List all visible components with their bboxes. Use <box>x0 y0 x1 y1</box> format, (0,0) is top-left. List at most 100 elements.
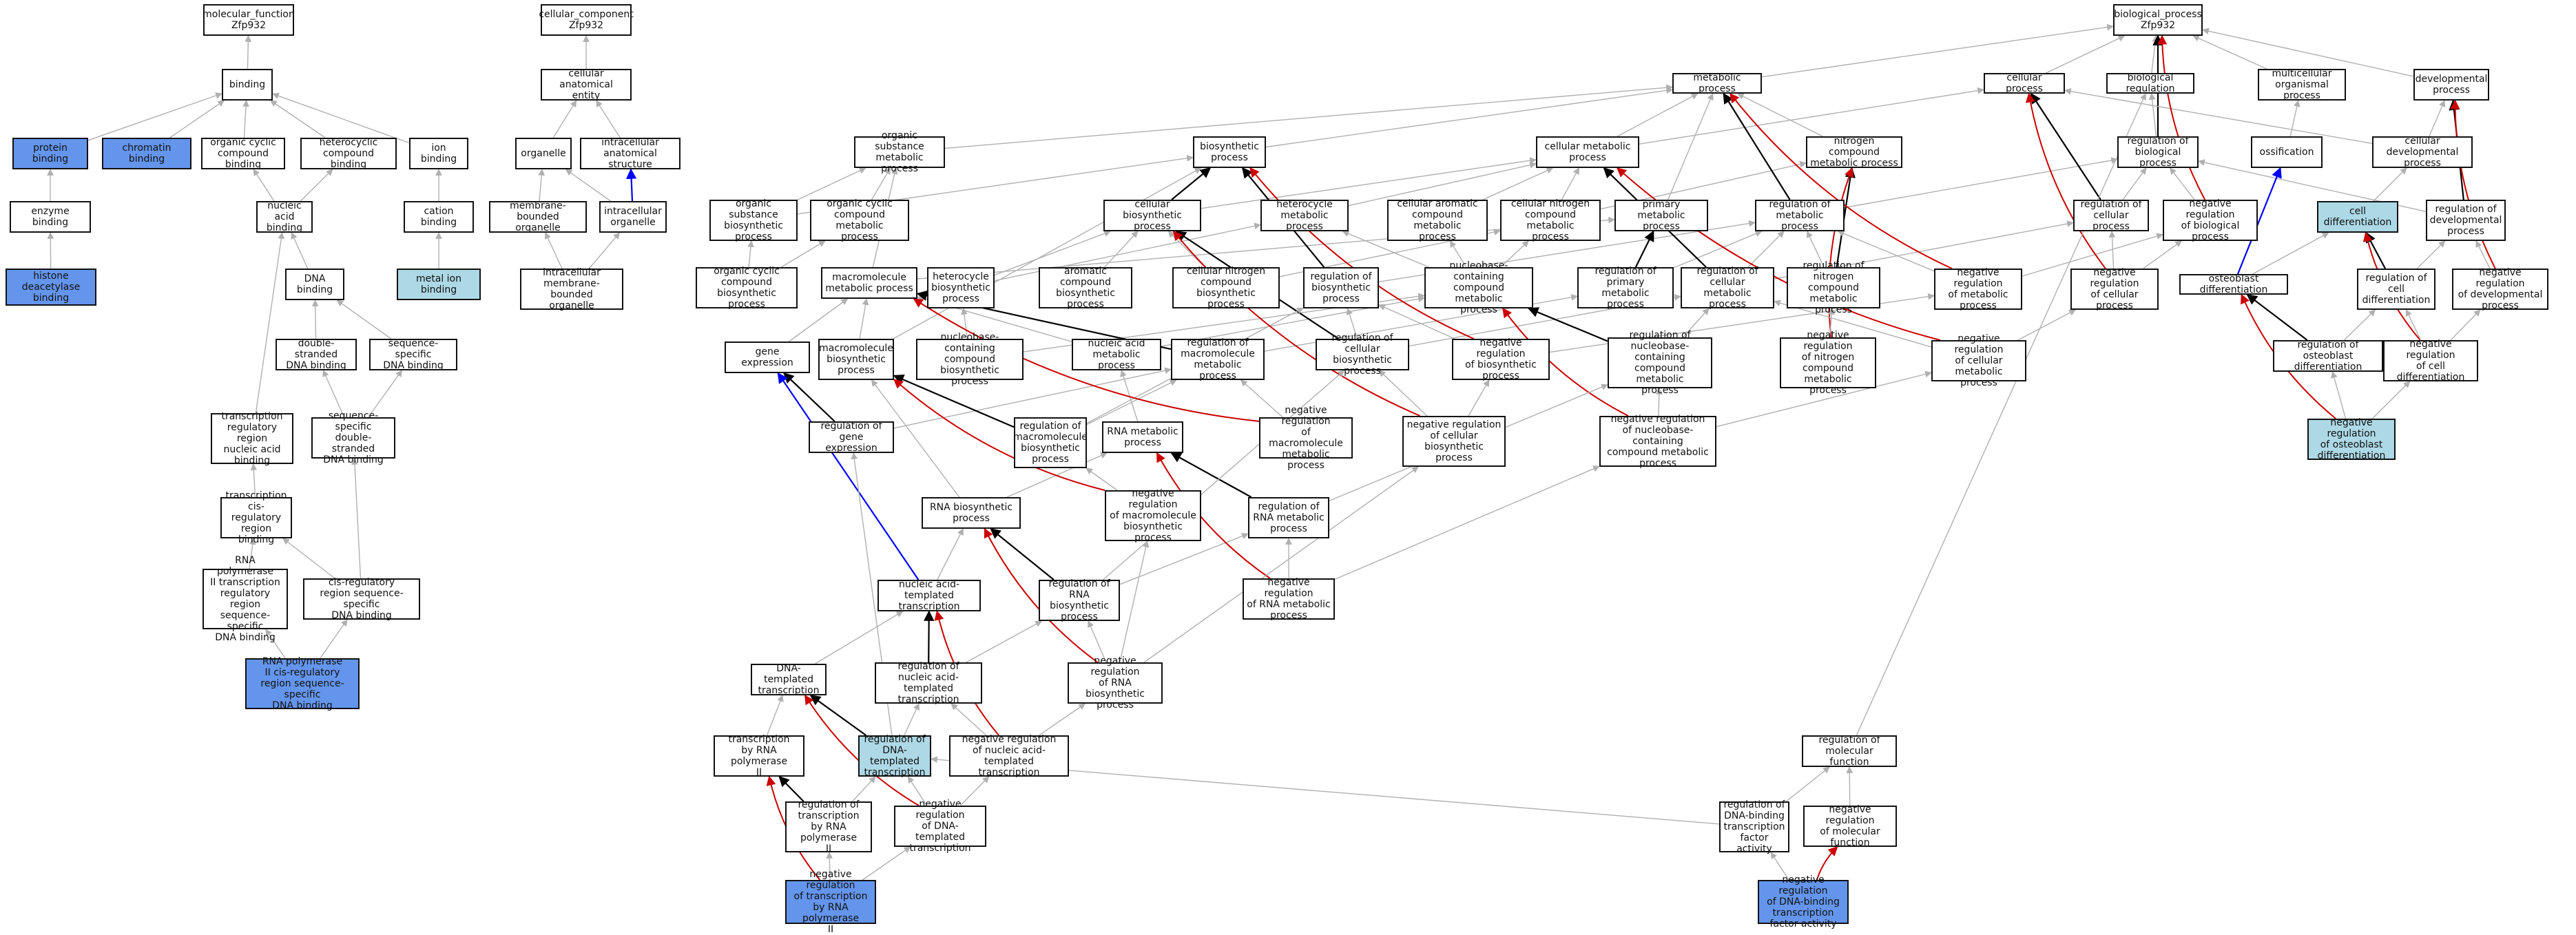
go-term-natt[interactable]: nucleic acid-templated transcription <box>877 579 981 612</box>
go-term-regbp[interactable]: regulation of biological process <box>2117 136 2199 169</box>
go-term-negregrnamet[interactable]: negative regulation of RNA metabolic pro… <box>1243 577 1335 621</box>
go-term-negregcell[interactable]: negative regulation of cellular process <box>2070 267 2159 311</box>
go-term-negregcelldiff[interactable]: negative regulation of cell differentiat… <box>2383 339 2478 383</box>
go-term-cacm[interactable]: cellular aromatic compound metabolic pro… <box>1387 198 1488 242</box>
go-term-negregmacromet[interactable]: negative regulation of macromolecule met… <box>1259 405 1353 471</box>
go-term-bioreg[interactable]: biological regulation <box>2106 72 2194 94</box>
go-term-imbo[interactable]: intracellular membrane-bounded organelle <box>520 267 623 311</box>
go-term-occm[interactable]: organic cyclic compound metabolic proces… <box>810 198 909 242</box>
go-term-regdtt[interactable]: regulation of DNA-templated transcriptio… <box>858 734 931 778</box>
go-term-osteodiff[interactable]: osteoblast differentiation <box>2179 273 2288 295</box>
go-term-orgcyc[interactable]: organic cyclic compound binding <box>201 137 285 170</box>
go-term-devproc[interactable]: developmental process <box>2413 69 2489 101</box>
go-term-negregnbcm[interactable]: negative regulation of nucleobase-contai… <box>1599 414 1716 469</box>
go-term-regprim[interactable]: regulation of primary metabolic process <box>1577 266 1674 310</box>
go-term-regmacrobio[interactable]: regulation of macromolecule biosynthetic… <box>1013 417 1088 468</box>
go-term-dnabind[interactable]: DNA binding <box>285 269 344 300</box>
go-term-regdbtfa[interactable]: regulation of DNA-binding transcription … <box>1719 799 1789 854</box>
go-term-regmacromet[interactable]: regulation of macromolecule metabolic pr… <box>1171 337 1265 381</box>
go-term-regcellmet[interactable]: regulation of cellular metabolic process <box>1681 266 1774 310</box>
go-term-occb[interactable]: organic cyclic compound biosynthetic pro… <box>696 266 798 310</box>
go-term-intraanat[interactable]: intracellular anatomical structure <box>580 137 681 170</box>
go-term-nbcb[interactable]: nucleobase-containing compound biosynthe… <box>916 332 1024 387</box>
go-term-mf[interactable]: molecular_function Zfp932 <box>202 4 295 36</box>
go-term-negregnatt[interactable]: negative regulation of nucleic acid-temp… <box>949 734 1069 778</box>
go-term-biosyn[interactable]: biosynthetic process <box>1193 136 1266 168</box>
go-term-celldev[interactable]: cellular developmental process <box>2372 136 2473 169</box>
go-term-regcellbio[interactable]: regulation of cellular biosynthetic proc… <box>1316 333 1409 377</box>
go-term-ossif[interactable]: ossification <box>2251 136 2323 168</box>
go-term-negregmet[interactable]: negative regulation of metabolic process <box>1934 267 2022 311</box>
go-term-regcelldiff[interactable]: regulation of cell differentiation <box>2357 269 2435 310</box>
go-term-dsdna[interactable]: double-stranded DNA binding <box>276 338 357 371</box>
go-term-hetmet[interactable]: heterocycle metabolic process <box>1260 199 1349 232</box>
go-term-binding[interactable]: binding <box>222 69 273 101</box>
go-term-organelle[interactable]: organelle <box>515 138 572 169</box>
go-term-metalbind[interactable]: metal ion binding <box>397 269 481 300</box>
go-term-osbp[interactable]: organic substance biosynthetic process <box>709 198 798 242</box>
go-term-rnabio[interactable]: RNA biosynthetic process <box>922 497 1021 529</box>
go-term-rnap2trr[interactable]: RNA polymerase II transcription regulato… <box>202 555 288 643</box>
go-term-rnamet[interactable]: RNA metabolic process <box>1102 421 1183 453</box>
go-term-cncb[interactable]: cellular nitrogen compound biosynthetic … <box>1172 266 1280 310</box>
go-term-hdb[interactable]: histone deacetylase binding <box>6 269 96 306</box>
go-term-multi[interactable]: multicellular organismal process <box>2258 68 2346 101</box>
go-term-cae[interactable]: cellular anatomical entity <box>541 68 632 101</box>
go-term-macromet[interactable]: macromolecule metabolic process <box>821 267 917 299</box>
go-term-primmet[interactable]: primary metabolic process <box>1614 199 1708 232</box>
go-term-dtt[interactable]: DNA-templated transcription <box>751 663 827 696</box>
go-term-intraorg[interactable]: intracellular organelle <box>599 201 667 233</box>
go-term-enzbind[interactable]: enzyme binding <box>10 201 91 233</box>
go-term-negregmacrobio[interactable]: negative regulation of macromolecule bio… <box>1105 488 1201 543</box>
go-term-geneexp[interactable]: gene expression <box>725 342 810 373</box>
go-term-regcell[interactable]: regulation of cellular process <box>2073 199 2149 232</box>
go-term-cellproc[interactable]: cellular process <box>1984 72 2065 94</box>
go-term-negregdtt[interactable]: negative regulation of DNA-templated tra… <box>894 799 986 854</box>
go-term-macrobio[interactable]: macromolecule biosynthetic process <box>818 339 894 380</box>
go-term-hetbio[interactable]: heterocycle biosynthetic process <box>927 267 995 308</box>
go-term-tcrrb[interactable]: transcription cis-regulatory region bind… <box>220 490 292 545</box>
go-term-txrnap2[interactable]: transcription by RNA polymerase II <box>714 734 804 778</box>
go-term-negregmf[interactable]: negative regulation of molecular functio… <box>1803 804 1897 848</box>
go-term-ssdna[interactable]: sequence-specific DNA binding <box>369 338 457 371</box>
go-term-negregosteo[interactable]: negative regulation of osteoblast differ… <box>2307 417 2396 461</box>
go-term-negregncm[interactable]: negative regulation of nitrogen compound… <box>1780 330 1876 396</box>
go-term-nabind[interactable]: nucleic acid binding <box>256 200 313 233</box>
go-term-negregdbtfa[interactable]: negative regulation of DNA-binding trans… <box>1758 874 1849 929</box>
go-term-trrnab[interactable]: transcription regulatory region nucleic … <box>211 411 293 466</box>
go-term-negregbp[interactable]: negative regulation of biological proces… <box>2163 198 2258 242</box>
go-term-regncm[interactable]: regulation of nitrogen compound metaboli… <box>1787 260 1880 315</box>
go-term-negregrnabio[interactable]: negative regulation of RNA biosynthetic … <box>1068 655 1163 711</box>
go-term-regmf[interactable]: regulation of molecular function <box>1802 735 1897 768</box>
go-term-regtxrnap2[interactable]: regulation of transcription by RNA polym… <box>785 799 872 854</box>
go-term-cncm[interactable]: cellular nitrogen compound metabolic pro… <box>1500 198 1601 242</box>
go-term-chrombind[interactable]: chromatin binding <box>102 138 191 169</box>
go-term-regmet[interactable]: regulation of metabolic process <box>1755 199 1845 232</box>
go-term-regnatt[interactable]: regulation of nucleic acid-templated tra… <box>875 661 982 705</box>
go-term-hetbind[interactable]: heterocyclic compound binding <box>300 137 397 170</box>
go-term-cationbind[interactable]: cation binding <box>404 201 474 233</box>
go-term-negregtxrnap2[interactable]: negative regulation of transcription by … <box>785 869 876 935</box>
go-term-cellbiosyn[interactable]: cellular biosynthetic process <box>1103 199 1201 232</box>
go-term-negregcellbio[interactable]: negative regulation of cellular biosynth… <box>1402 416 1506 467</box>
go-term-cc[interactable]: cellular_component Zfp932 <box>539 4 634 36</box>
go-term-metab[interactable]: metabolic process <box>1672 72 1762 94</box>
go-term-osm[interactable]: organic substance metabolic process <box>854 130 945 174</box>
go-term-acbio[interactable]: aromatic compound biosynthetic process <box>1039 266 1132 310</box>
go-term-regrnamet[interactable]: regulation of RNA metabolic process <box>1248 497 1329 538</box>
go-term-crrssdna[interactable]: cis-regulatory region sequence-specific … <box>303 577 420 621</box>
go-term-reggeneexp[interactable]: regulation of gene expression <box>809 421 894 454</box>
go-term-ssdsdna[interactable]: sequence-specific double-stranded DNA bi… <box>311 410 395 465</box>
go-term-negregdev[interactable]: negative regulation of developmental pro… <box>2452 267 2548 311</box>
go-term-ionbind[interactable]: ion binding <box>409 138 468 169</box>
go-term-ncm[interactable]: nitrogen compound metabolic process <box>1806 136 1902 169</box>
go-term-regosteo[interactable]: regulation of osteoblast differentiation <box>2273 339 2383 372</box>
go-term-negregcellmet[interactable]: negative regulation of cellular metaboli… <box>1931 333 2026 388</box>
go-term-regdev[interactable]: regulation of developmental process <box>2426 200 2506 241</box>
go-term-cellmet[interactable]: cellular metabolic process <box>1536 136 1639 168</box>
go-term-regbiosyn[interactable]: regulation of biosynthetic process <box>1303 267 1379 308</box>
go-term-bp[interactable]: biological_process Zfp932 <box>2113 4 2203 36</box>
go-term-celldiff[interactable]: cell differentiation <box>2317 201 2398 233</box>
go-term-mbo[interactable]: membrane-bounded organelle <box>489 200 587 233</box>
go-term-nbcm[interactable]: nucleobase-containing compound metabolic… <box>1424 260 1533 315</box>
